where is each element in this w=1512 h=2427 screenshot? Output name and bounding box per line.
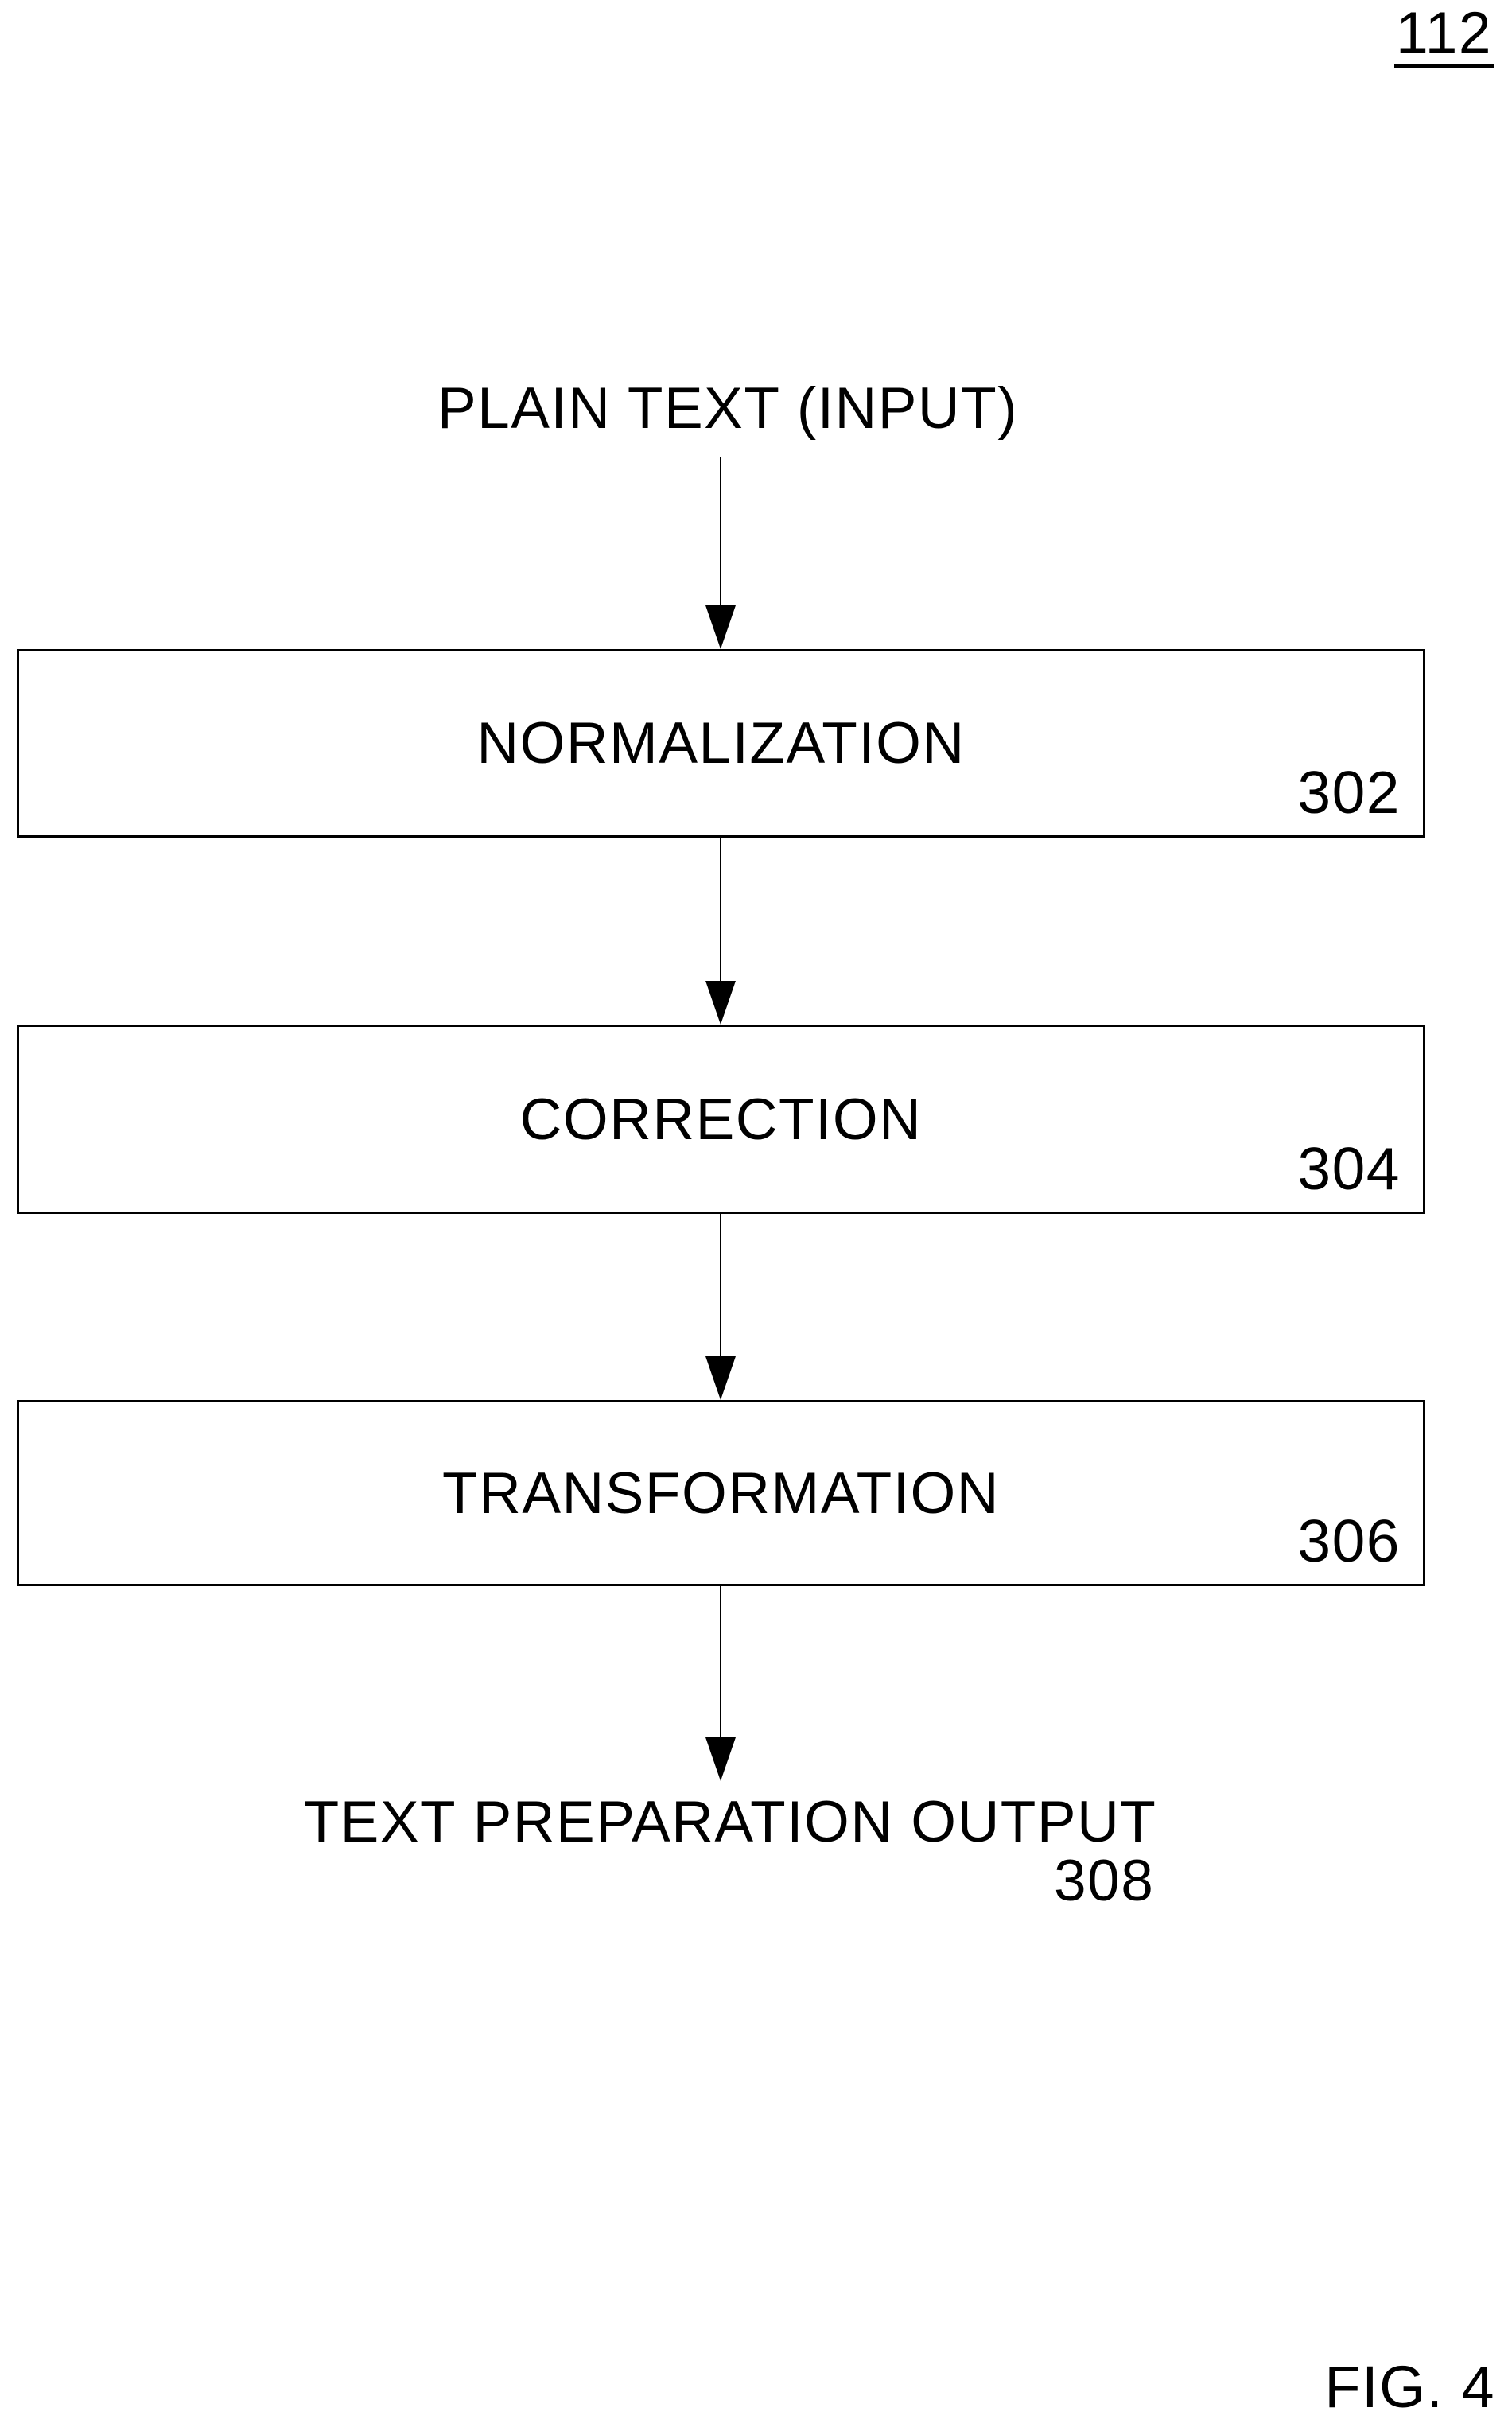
arrow-down-icon: [705, 1356, 736, 1400]
flow-output-reference-number: 308: [1054, 1849, 1155, 1913]
flow-box-normalization: NORMALIZATION 302: [17, 649, 1425, 838]
arrow-down-icon: [705, 981, 736, 1025]
arrow-down-icon: [705, 605, 736, 649]
flow-box-label: NORMALIZATION: [476, 711, 966, 776]
flow-connector-line: [720, 838, 721, 982]
flow-connector-line: [720, 1213, 721, 1357]
flow-input-label: PLAIN TEXT (INPUT): [437, 376, 1019, 441]
flow-box-label: CORRECTION: [519, 1087, 923, 1152]
arrow-down-icon: [705, 1737, 736, 1781]
flow-output-label: TEXT PREPARATION OUTPUT: [303, 1790, 1157, 1854]
flow-box-label: TRANSFORMATION: [442, 1460, 1000, 1526]
figure-reference-number: 112: [1394, 4, 1494, 68]
flow-box-transformation: TRANSFORMATION 306: [17, 1400, 1425, 1586]
flow-connector-line: [720, 457, 721, 606]
flow-connector-line: [720, 1586, 721, 1739]
flow-box-reference-number: 304: [1297, 1135, 1401, 1202]
flow-box-correction: CORRECTION 304: [17, 1025, 1425, 1214]
figure-caption: FIG. 4: [1324, 2354, 1495, 2420]
flow-box-reference-number: 306: [1297, 1507, 1401, 1574]
flow-box-reference-number: 302: [1297, 759, 1401, 826]
